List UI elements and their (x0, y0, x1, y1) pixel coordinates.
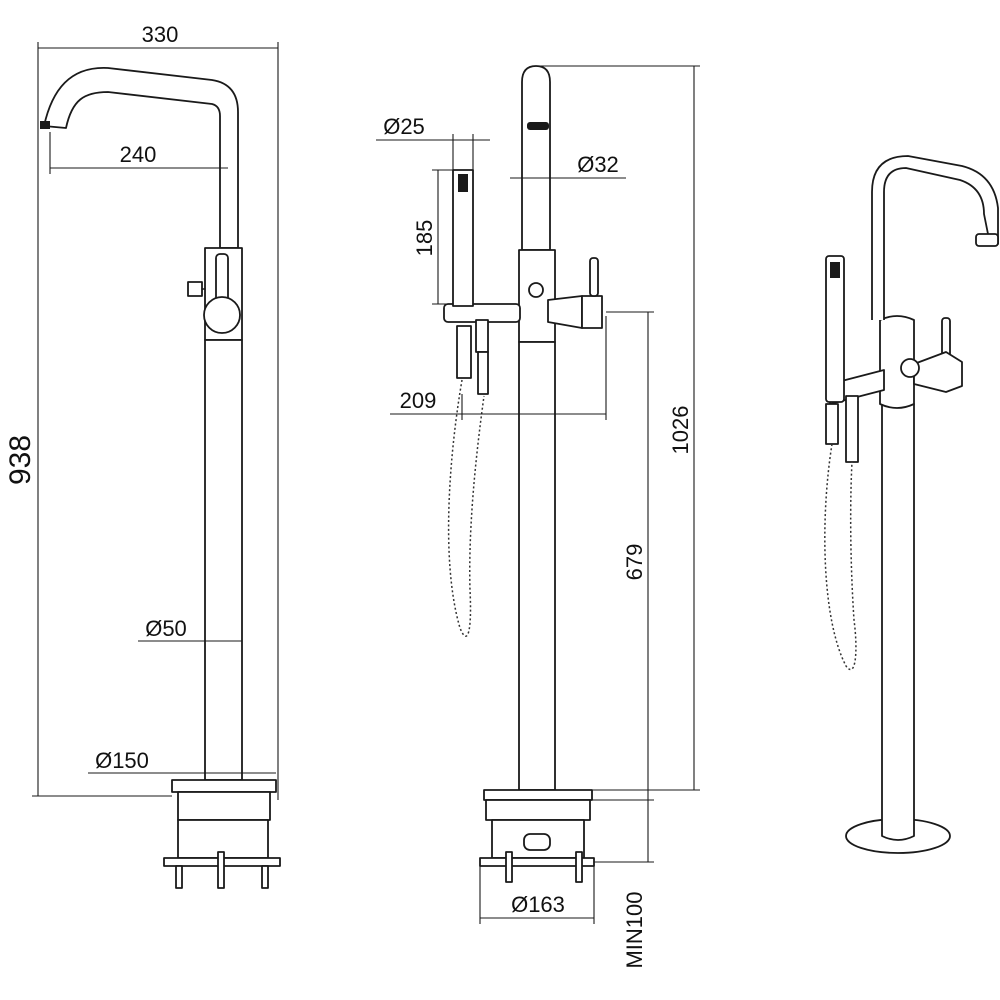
mixer-body-perspective (879, 315, 915, 409)
connector-perspective-left (825, 403, 839, 445)
column-perspective (881, 403, 915, 841)
dim-209: 209 (400, 388, 437, 413)
anchor-bolts-front (505, 851, 583, 883)
cartridge-housing (547, 295, 583, 329)
base-collar-front (485, 799, 591, 821)
lever-front (589, 257, 599, 297)
shower-head-perspective (830, 262, 840, 278)
spout-front (521, 65, 551, 251)
dim-240: 240 (120, 142, 157, 167)
dim-dia-50: Ø50 (145, 616, 187, 641)
dim-min-100: MIN100 (622, 891, 647, 968)
connector-perspective-right (845, 395, 859, 463)
column-front (518, 341, 556, 791)
side-view: 330 240 938 Ø50 Ø150 (4, 22, 281, 889)
shower-head (458, 174, 468, 192)
hand-shower-perspective (825, 255, 845, 403)
base-plate (171, 779, 277, 793)
cartridge-knob (203, 296, 241, 334)
dim-dia-25: Ø25 (383, 114, 425, 139)
diverter-button (528, 282, 544, 298)
hose-connector-right (475, 319, 489, 353)
hose-connector-right-lower (477, 351, 489, 395)
dim-185: 185 (412, 220, 437, 257)
dim-679: 679 (622, 544, 647, 581)
diverter-perspective (900, 358, 920, 378)
dim-1026: 1026 (668, 406, 693, 455)
hose-perspective (824, 443, 857, 671)
hand-shower (452, 169, 474, 307)
side-outlet (187, 281, 203, 297)
base-plate-front (483, 789, 593, 801)
shower-hose (447, 379, 485, 637)
spout-outlet (40, 121, 50, 129)
cartridge-knob-front (581, 295, 603, 329)
hose-connector-left (456, 325, 472, 379)
front-view: Ø25 Ø32 185 209 1026 679 MIN100 Ø163 (376, 65, 700, 969)
anchor-bolts (175, 851, 269, 889)
dim-dia-163: Ø163 (511, 892, 565, 917)
aerator (527, 122, 549, 130)
cartridge-perspective (913, 351, 963, 393)
perspective-view (824, 155, 999, 854)
dim-dia-150: Ø150 (95, 748, 149, 773)
dim-938: 938 (4, 435, 37, 485)
column (204, 339, 243, 781)
spout-tip (975, 233, 999, 247)
dim-330: 330 (142, 22, 179, 47)
install-port (523, 833, 551, 851)
dim-dia-32: Ø32 (577, 152, 619, 177)
base-collar (177, 791, 271, 821)
